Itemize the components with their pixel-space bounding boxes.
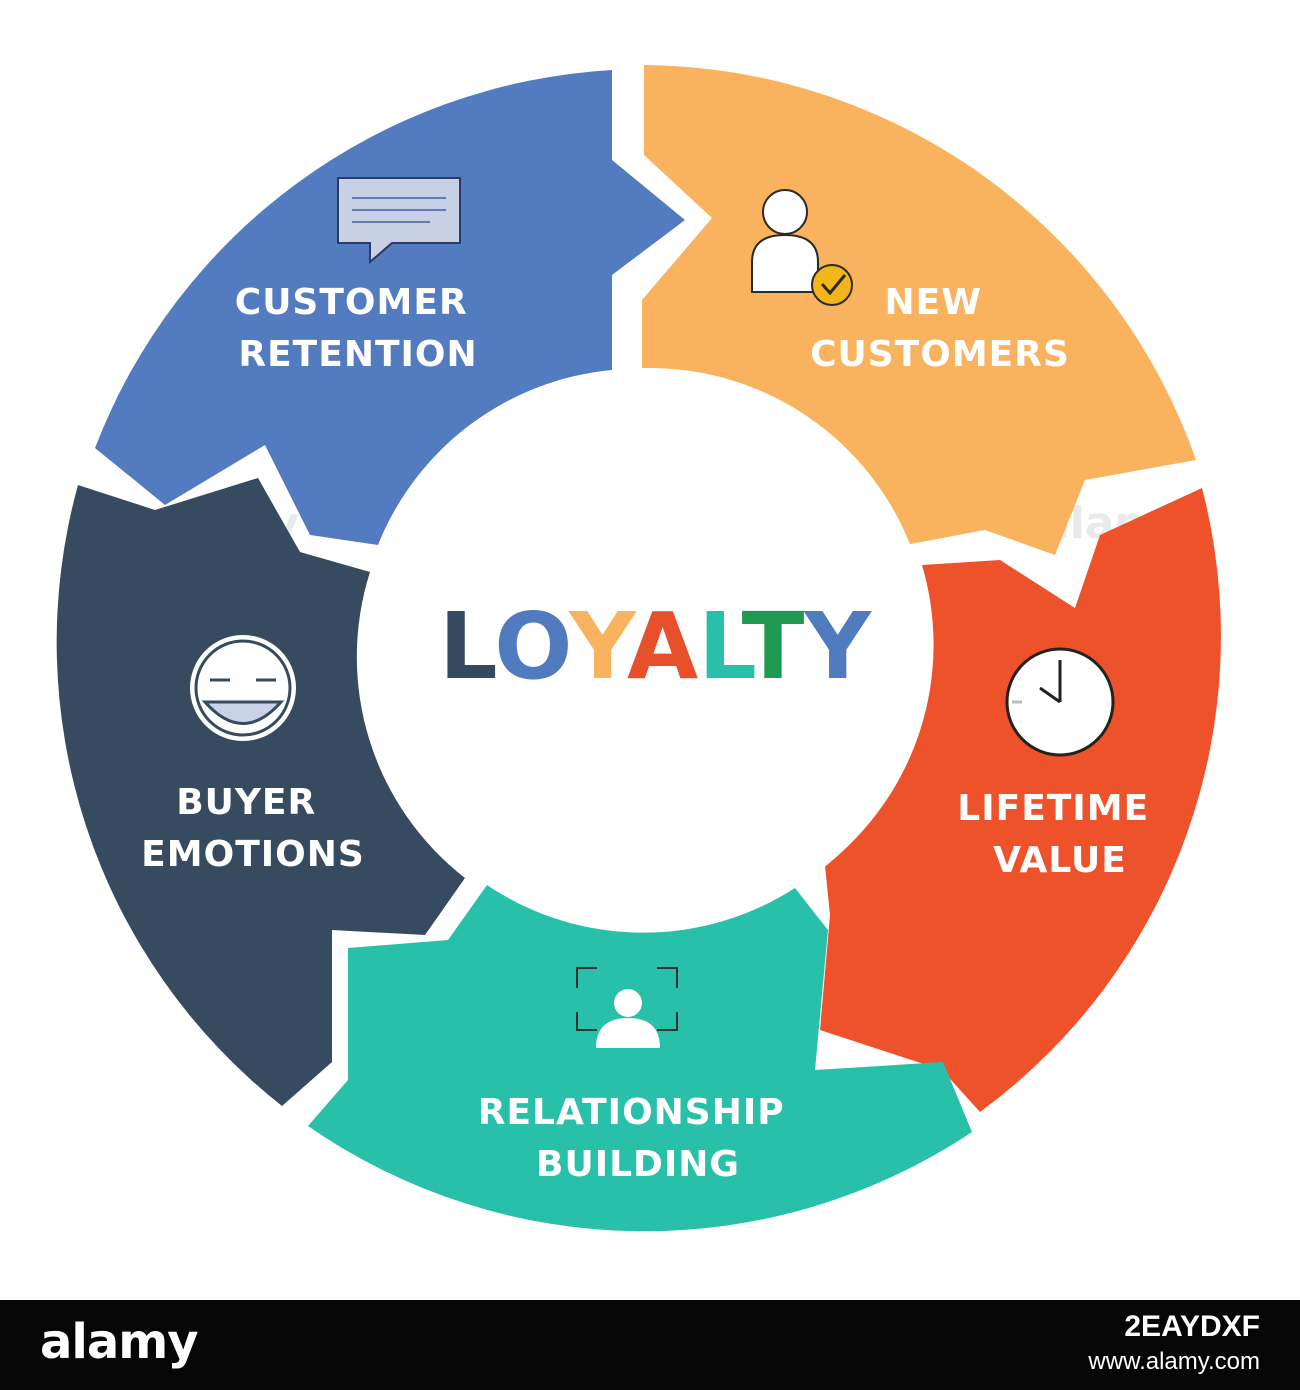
label-customer-retention-line2: RETENTION: [238, 334, 477, 375]
label-lifetime-value-line2: VALUE: [993, 840, 1127, 881]
label-buyer-emotions: BUYER EMOTIONS: [141, 782, 365, 875]
footer-bar: alamy 2EAYDXF www.alamy.com: [0, 1300, 1300, 1390]
loyalty-cycle-diagram: alamy alamy alamy LOYALTY: [56, 65, 1221, 1232]
label-relationship-building-line2: BUILDING: [536, 1144, 740, 1185]
smile-icon: [190, 635, 296, 741]
segment-new-customers: [642, 65, 1196, 555]
segment-buyer-emotions: [56, 478, 466, 1106]
label-buyer-emotions-line2: EMOTIONS: [141, 834, 365, 875]
label-lifetime-value-line1: LIFETIME: [957, 788, 1149, 829]
label-new-customers-line1: NEW: [885, 282, 982, 323]
label-relationship-building: RELATIONSHIP BUILDING: [478, 1092, 798, 1185]
center-letter-o: O: [494, 593, 569, 700]
label-new-customers: NEW CUSTOMERS: [810, 282, 1070, 375]
center-letter-y2: Y: [803, 593, 872, 700]
footer-image-id: 2EAYDXF: [1124, 1310, 1260, 1343]
segment-customer-retention: [95, 70, 685, 545]
center-letter-a: A: [627, 593, 698, 700]
center-letter-l1: L: [439, 593, 496, 700]
center-letter-t: T: [742, 593, 805, 700]
footer-url: www.alamy.com: [1088, 1348, 1260, 1375]
segments-group: [56, 65, 1221, 1232]
footer-logo: alamy: [40, 1314, 199, 1370]
center-title: LOYALTY: [439, 593, 872, 700]
label-relationship-building-line1: RELATIONSHIP: [478, 1092, 785, 1133]
label-lifetime-value: LIFETIME VALUE: [957, 788, 1162, 881]
chat-bubble-icon: [337, 177, 461, 265]
segment-relationship-building: [308, 885, 972, 1232]
segment-labels: CUSTOMER RETENTION NEW CUSTOMERS LIFETIM…: [141, 282, 1162, 1185]
segment-lifetime-value: [820, 488, 1221, 1112]
label-buyer-emotions-line1: BUYER: [176, 782, 316, 823]
center-circle: [370, 368, 930, 928]
clock-icon: [1005, 647, 1115, 757]
user-focus-icon: [576, 967, 678, 1048]
user-check-icon: [751, 189, 853, 306]
label-new-customers-line2: CUSTOMERS: [810, 334, 1070, 375]
label-customer-retention: CUSTOMER RETENTION: [235, 282, 481, 375]
label-customer-retention-line1: CUSTOMER: [235, 282, 468, 323]
center-letter-y1: Y: [568, 593, 637, 700]
